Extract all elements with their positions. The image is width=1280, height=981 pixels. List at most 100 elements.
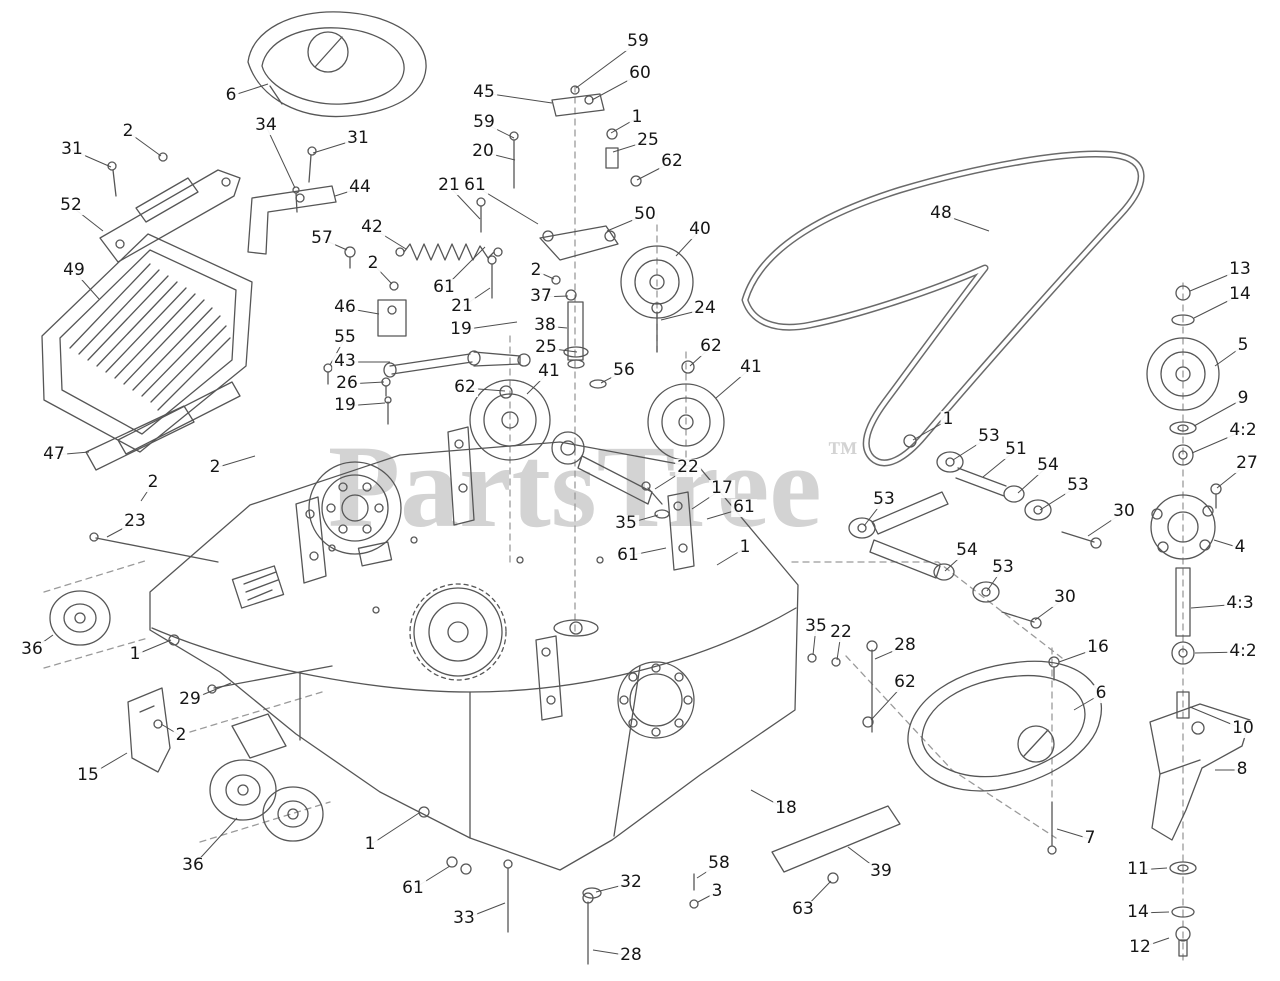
callout-49[interactable]: 49 [61,260,87,281]
callout-62[interactable]: 62 [659,151,685,172]
callout-31[interactable]: 31 [345,128,371,149]
callout-9[interactable]: 9 [1235,388,1251,409]
callout-53[interactable]: 53 [976,426,1002,447]
callout-39[interactable]: 39 [868,861,894,882]
callout-56[interactable]: 56 [611,360,637,381]
callout-1[interactable]: 1 [127,644,143,665]
callout-11[interactable]: 11 [1125,859,1151,880]
callout-41[interactable]: 41 [536,361,562,382]
callout-33[interactable]: 33 [451,908,477,929]
callout-12[interactable]: 12 [1127,937,1153,958]
callout-13[interactable]: 13 [1227,259,1253,280]
callout-43[interactable]: 43 [332,351,358,372]
callout-38[interactable]: 38 [532,315,558,336]
callout-35[interactable]: 35 [613,513,639,534]
callout-4:3[interactable]: 4:3 [1224,593,1256,614]
callout-1[interactable]: 1 [737,537,753,558]
callout-28[interactable]: 28 [892,635,918,656]
callout-30[interactable]: 30 [1111,501,1137,522]
callout-62[interactable]: 62 [698,336,724,357]
callout-58[interactable]: 58 [706,853,732,874]
callout-29[interactable]: 29 [177,689,203,710]
callout-62[interactable]: 62 [452,377,478,398]
callout-17[interactable]: 17 [709,478,735,499]
callout-21[interactable]: 21 [449,296,475,317]
callout-48[interactable]: 48 [928,203,954,224]
callout-57[interactable]: 57 [309,228,335,249]
callout-25[interactable]: 25 [635,130,661,151]
callout-1[interactable]: 1 [362,834,378,855]
callout-31[interactable]: 31 [59,139,85,160]
callout-63[interactable]: 63 [790,899,816,920]
callout-24[interactable]: 24 [692,298,718,319]
callout-22[interactable]: 22 [675,457,701,478]
callout-7[interactable]: 7 [1082,828,1098,849]
callout-18[interactable]: 18 [773,798,799,819]
callout-34[interactable]: 34 [253,115,279,136]
callout-5[interactable]: 5 [1235,335,1251,356]
callout-15[interactable]: 15 [75,765,101,786]
callout-61[interactable]: 61 [431,277,457,298]
callout-61[interactable]: 61 [400,878,426,899]
callout-20[interactable]: 20 [470,141,496,162]
callout-4[interactable]: 4 [1232,537,1248,558]
callout-3[interactable]: 3 [709,881,725,902]
callout-60[interactable]: 60 [627,63,653,84]
callout-35[interactable]: 35 [803,616,829,637]
callout-40[interactable]: 40 [687,219,713,240]
callout-62[interactable]: 62 [892,672,918,693]
callout-53[interactable]: 53 [1065,475,1091,496]
callout-51[interactable]: 51 [1003,439,1029,460]
callout-46[interactable]: 46 [332,297,358,318]
callout-8[interactable]: 8 [1234,759,1250,780]
callout-53[interactable]: 53 [871,489,897,510]
callout-6[interactable]: 6 [223,85,239,106]
callout-6[interactable]: 6 [1093,683,1109,704]
callout-52[interactable]: 52 [58,195,84,216]
callout-47[interactable]: 47 [41,444,67,465]
callout-55[interactable]: 55 [332,327,358,348]
callout-54[interactable]: 54 [1035,455,1061,476]
callout-2[interactable]: 2 [365,253,381,274]
callout-53[interactable]: 53 [990,557,1016,578]
callout-4:2[interactable]: 4:2 [1227,641,1259,662]
callout-14[interactable]: 14 [1125,902,1151,923]
callout-61[interactable]: 61 [731,497,757,518]
callout-44[interactable]: 44 [347,177,373,198]
callout-14[interactable]: 14 [1227,284,1253,305]
callout-19[interactable]: 19 [448,319,474,340]
mount-brackets-drawing [99,146,337,263]
callout-27[interactable]: 27 [1234,453,1260,474]
callout-19[interactable]: 19 [332,395,358,416]
callout-59[interactable]: 59 [471,112,497,133]
callout-10[interactable]: 10 [1230,718,1256,739]
callout-32[interactable]: 32 [618,872,644,893]
callout-41[interactable]: 41 [738,357,764,378]
callout-45[interactable]: 45 [471,82,497,103]
callout-25[interactable]: 25 [533,337,559,358]
callout-1[interactable]: 1 [940,409,956,430]
callout-37[interactable]: 37 [528,286,554,307]
callout-50[interactable]: 50 [632,204,658,225]
callout-61[interactable]: 61 [462,175,488,196]
callout-2[interactable]: 2 [528,260,544,281]
callout-1[interactable]: 1 [629,107,645,128]
callout-4:2[interactable]: 4:2 [1227,420,1259,441]
callout-36[interactable]: 36 [19,639,45,660]
callout-36[interactable]: 36 [180,855,206,876]
callout-16[interactable]: 16 [1085,637,1111,658]
callout-23[interactable]: 23 [122,511,148,532]
callout-22[interactable]: 22 [828,622,854,643]
callout-28[interactable]: 28 [618,945,644,966]
callout-54[interactable]: 54 [954,540,980,561]
callout-30[interactable]: 30 [1052,587,1078,608]
callout-2[interactable]: 2 [207,457,223,478]
callout-2[interactable]: 2 [173,725,189,746]
callout-2[interactable]: 2 [120,121,136,142]
callout-21[interactable]: 21 [436,175,462,196]
callout-59[interactable]: 59 [625,31,651,52]
callout-42[interactable]: 42 [359,217,385,238]
callout-61[interactable]: 61 [615,545,641,566]
callout-2[interactable]: 2 [145,472,161,493]
callout-26[interactable]: 26 [334,373,360,394]
